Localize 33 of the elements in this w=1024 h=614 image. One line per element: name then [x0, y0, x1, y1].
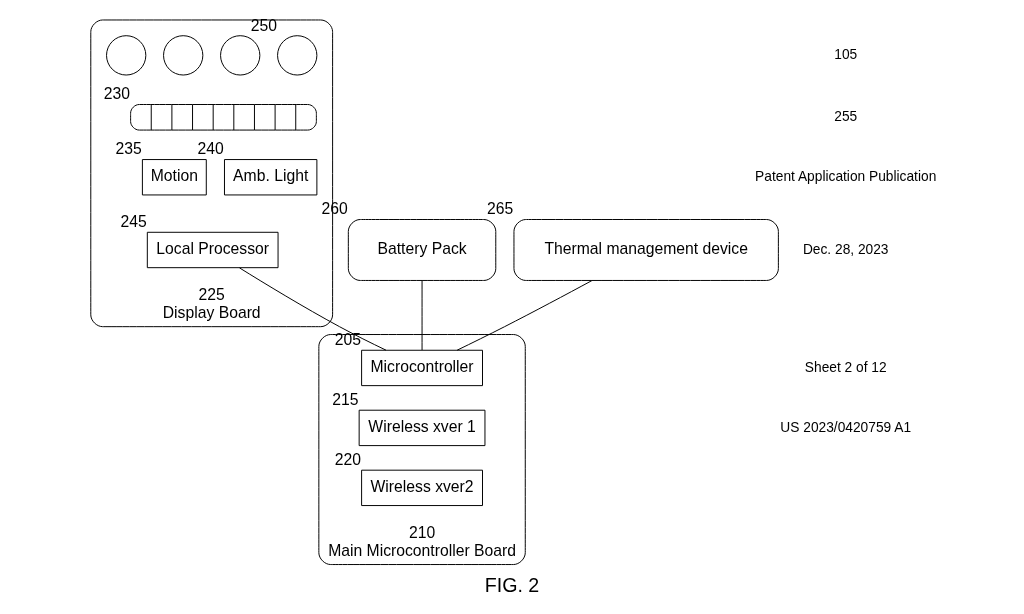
node-box: Battery Pack [347, 219, 497, 281]
connector [456, 280, 593, 351]
connector [421, 280, 423, 351]
node-label: 210 [408, 523, 436, 541]
connector [239, 267, 387, 351]
caption: FIG. 2 [484, 574, 540, 597]
label: Sheet 2 of 12 [804, 359, 887, 375]
node-label: 250 [250, 16, 277, 34]
node-box: Motion [141, 159, 207, 196]
node-label: 235 [115, 140, 142, 158]
node-label: 220 [334, 451, 361, 469]
node-label: 230 [103, 84, 130, 102]
node-box: Wireless xver2 [361, 469, 483, 507]
node-label: 205 [334, 331, 361, 349]
node-circle [106, 35, 147, 76]
label: US 2023/0420759 A1 [780, 419, 912, 435]
label: Dec. 28, 2023 [802, 241, 889, 257]
node-label: 225 [198, 285, 225, 303]
node-label: 245 [120, 213, 147, 231]
label: Patent Application Publication [755, 168, 937, 184]
node-box: Microcontroller [361, 349, 483, 387]
node-box: Wireless xver 1 [358, 409, 486, 447]
label: 255 [834, 108, 858, 124]
node-label: 215 [332, 391, 359, 409]
label: 105 [834, 47, 858, 62]
node-box: Local Processor [146, 231, 279, 269]
node-circle [277, 35, 318, 76]
node-label: 265 [487, 200, 514, 218]
node-box: Thermal management device [513, 219, 779, 281]
node-box: Amb. Light [224, 159, 318, 196]
node-circle [163, 35, 204, 76]
node-label: 240 [197, 140, 224, 158]
node-circle [220, 35, 261, 76]
